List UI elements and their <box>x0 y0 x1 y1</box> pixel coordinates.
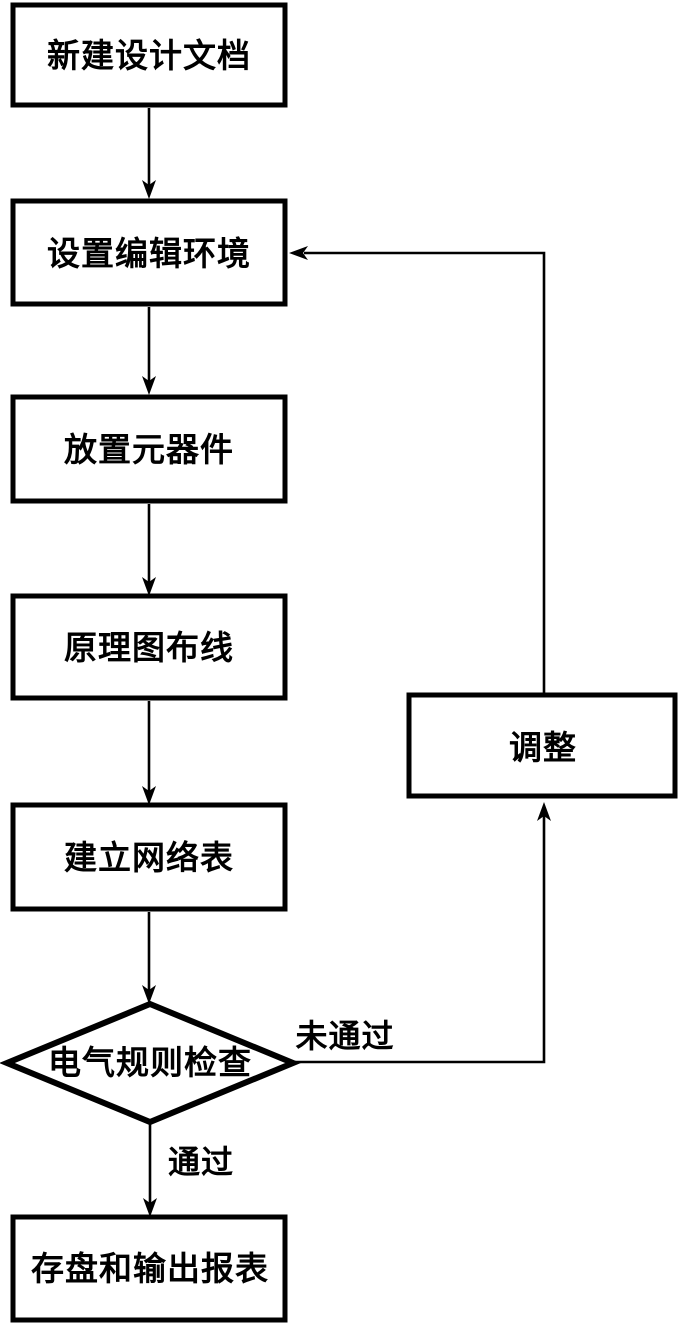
arrowhead-down-icon <box>142 786 156 805</box>
node-erc-check-diamond <box>0 1000 301 1126</box>
arrowhead-down-icon <box>142 376 156 395</box>
node-label-place-components: 放置元器件 <box>64 431 234 468</box>
node-label-schematic-wiring: 原理图布线 <box>64 629 234 666</box>
arrowhead-down-icon <box>142 985 156 1004</box>
node-schematic-wiring <box>10 593 288 701</box>
edge-label-passed: 通过 <box>168 1144 234 1180</box>
node-label-save-output: 存盘和输出报表 <box>31 1250 269 1287</box>
node-label-erc-check: 电气规则检查 <box>48 1044 252 1081</box>
node-place-components <box>10 394 288 504</box>
arrowhead-up-icon <box>537 802 551 821</box>
node-label-new-document: 新建设计文档 <box>47 37 251 74</box>
flow-arrowheads <box>142 180 551 1217</box>
node-label-setup-environment: 设置编辑环境 <box>47 235 251 272</box>
edge-erc-to-adjust <box>292 816 546 1064</box>
edge-label-not-passed: 未通过 <box>295 1018 394 1054</box>
flow-connectors <box>147 108 546 1203</box>
node-create-netlist <box>10 802 288 912</box>
arrowhead-left-icon <box>289 246 308 260</box>
node-save-output <box>10 1214 288 1323</box>
arrowhead-down-icon <box>142 180 156 199</box>
node-setup-environment <box>10 198 288 307</box>
node-new-document <box>10 2 288 108</box>
node-label-adjust: 调整 <box>509 729 577 766</box>
arrowhead-down-icon <box>142 577 156 596</box>
node-label-create-netlist: 建立网络表 <box>64 839 234 876</box>
node-adjust <box>406 692 678 799</box>
edge-adjust-to-setup <box>304 251 546 693</box>
arrowhead-down-icon <box>143 1198 157 1217</box>
